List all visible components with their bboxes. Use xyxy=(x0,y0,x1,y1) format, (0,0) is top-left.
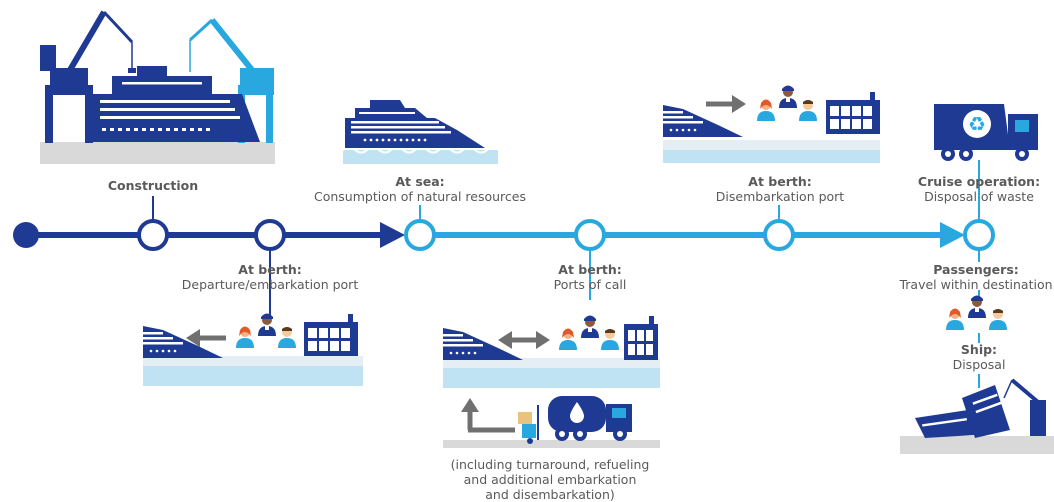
construction-illustration xyxy=(40,10,275,164)
departure-illustration xyxy=(142,313,363,386)
garbage-truck-icon: ♻ xyxy=(934,104,1038,161)
note-line: (including turnaround, refueling xyxy=(450,457,650,472)
port-building-icon xyxy=(826,92,880,134)
stage-title: At berth: xyxy=(748,174,812,189)
arrow-right-icon xyxy=(461,398,515,433)
arrow-left-icon xyxy=(186,329,226,347)
port-building-icon xyxy=(624,316,658,360)
stage-description: Disposal of waste xyxy=(924,189,1034,204)
node-construction xyxy=(137,219,169,251)
node-disembarkation xyxy=(763,219,795,251)
port-building-icon xyxy=(304,314,358,356)
stage-title: Cruise operation: xyxy=(917,174,1041,189)
arrow-right-icon xyxy=(706,95,746,113)
timeline xyxy=(13,160,995,388)
stage-title: Ship: xyxy=(960,342,998,357)
stage-title: Passengers: xyxy=(933,262,1019,277)
passengers-icon xyxy=(559,315,619,350)
label-at-sea: At sea: Consumption of natural resources xyxy=(300,174,540,204)
cruise-ship-icon xyxy=(143,326,223,358)
at-sea-illustration xyxy=(342,100,500,164)
node-ports-of-call xyxy=(574,219,606,251)
node-departure xyxy=(254,219,286,251)
double-arrow-icon xyxy=(498,331,550,349)
label-ports-of-call: At berth: Ports of call xyxy=(510,262,670,292)
passengers-icon xyxy=(946,295,1007,330)
cruise-ship-icon xyxy=(663,105,743,137)
stage-description: Disposal xyxy=(952,357,1006,372)
recycle-icon: ♻ xyxy=(963,110,991,138)
label-departure: At berth: Departure/embarkation port xyxy=(150,262,390,292)
stage-title: Construction xyxy=(107,178,199,193)
timeline-start-dot xyxy=(13,222,39,248)
label-construction: Construction xyxy=(103,178,203,193)
stage-description: Ports of call xyxy=(553,277,627,292)
ship-disposal-illustration xyxy=(900,378,1054,454)
stage-description: Consumption of natural resources xyxy=(313,189,526,204)
ports-of-call-note: (including turnaround, refueling and add… xyxy=(440,457,660,502)
label-disembarkation: At berth: Disembarkation port xyxy=(690,174,870,204)
svg-text:♻: ♻ xyxy=(968,112,986,136)
label-passengers: Passengers: Travel within destination xyxy=(898,262,1054,292)
passengers-icon xyxy=(757,85,817,121)
stage-title: At sea: xyxy=(395,174,445,189)
label-cruise-operation: Cruise operation: Disposal of waste xyxy=(904,174,1054,204)
tanker-truck-icon xyxy=(548,396,632,441)
stage-title: At berth: xyxy=(238,262,302,277)
ports-of-call-illustration xyxy=(442,315,660,448)
node-at-sea xyxy=(404,219,436,251)
note-line: and disembarkation) xyxy=(485,487,615,502)
supply-cart-icon xyxy=(518,405,539,444)
crane-icon xyxy=(40,10,136,143)
stage-description: Departure/embarkation port xyxy=(181,277,359,292)
disembarkation-illustration xyxy=(662,85,880,163)
stage-description: Disembarkation port xyxy=(715,189,845,204)
node-end xyxy=(963,219,995,251)
note-line: and additional embarkation xyxy=(463,472,637,487)
crane-icon xyxy=(1003,378,1046,436)
stage-description: Travel within destination xyxy=(899,277,1053,292)
cruise-ship-icon xyxy=(92,66,260,142)
stage-title: At berth: xyxy=(558,262,622,277)
cruise-ship-icon xyxy=(345,100,485,148)
label-ship-disposal: Ship: Disposal xyxy=(929,342,1029,372)
passengers-icon xyxy=(236,313,296,348)
